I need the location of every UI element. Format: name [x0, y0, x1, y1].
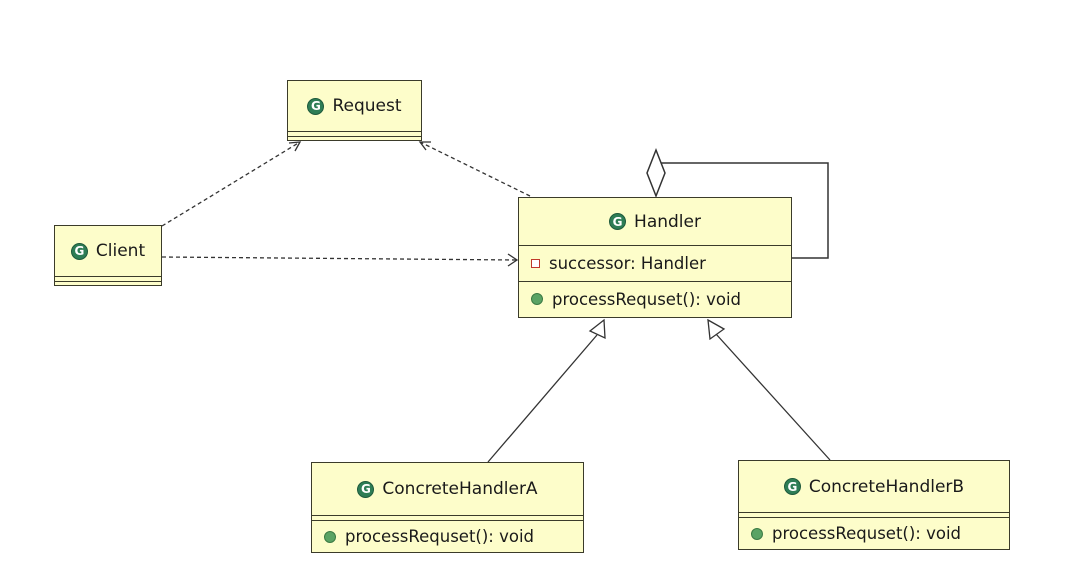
gen-concrete-b-handler — [715, 333, 831, 461]
class-concrete-handler-a-fields-divider — [312, 515, 583, 520]
public-method-icon — [531, 293, 543, 305]
class-handler-methods-divider — [519, 281, 791, 282]
dep-client-request-arrowhead — [288, 141, 302, 152]
method-process-requset: processRequset(): void — [772, 524, 962, 543]
class-concrete-handler-b-methods-divider — [739, 517, 1009, 518]
class-concrete-handler-b-name: ConcreteHandlerB — [808, 476, 965, 497]
gen-concrete-b-triangle — [707, 318, 726, 341]
dep-client-request — [161, 141, 301, 227]
class-client[interactable]: G Client — [54, 225, 162, 286]
class-icon: G — [70, 242, 88, 260]
class-client-methods-divider — [55, 281, 161, 282]
public-method-icon — [751, 527, 763, 540]
class-icon: G — [609, 213, 627, 230]
method-process-requset: processRequset(): void — [552, 289, 742, 309]
gen-concrete-a-handler — [487, 334, 598, 463]
dep-handler-request-arrowhead — [418, 141, 431, 151]
class-concrete-handler-b-method[interactable]: processRequset(): void — [739, 518, 1009, 549]
class-concrete-handler-b[interactable]: G ConcreteHandlerB processRequset(): voi… — [738, 460, 1010, 550]
public-method-icon — [324, 530, 336, 543]
aggregation-diamond — [646, 147, 666, 199]
class-concrete-handler-a-name: ConcreteHandlerA — [382, 479, 538, 499]
dep-client-handler-arrowhead — [507, 253, 519, 267]
class-handler[interactable]: G Handler successor: Handler processRequ… — [518, 197, 792, 318]
private-field-icon — [531, 259, 540, 268]
class-handler-method[interactable]: processRequset(): void — [519, 282, 791, 316]
class-request-fields-divider — [288, 131, 421, 136]
class-icon: G — [783, 478, 801, 495]
class-client-fields-divider — [55, 276, 161, 281]
class-request-methods-divider — [288, 136, 421, 137]
class-icon: G — [307, 97, 325, 115]
dep-handler-request — [419, 141, 531, 197]
class-handler-name: Handler — [634, 211, 701, 232]
class-handler-fields-divider — [519, 245, 791, 246]
class-request-name: Request — [332, 96, 402, 116]
class-concrete-handler-b-fields-divider — [739, 512, 1009, 517]
class-handler-field[interactable]: successor: Handler — [519, 246, 791, 281]
class-icon: G — [357, 480, 375, 498]
dep-client-handler — [161, 256, 518, 261]
class-request[interactable]: G Request — [287, 80, 422, 141]
class-concrete-handler-a[interactable]: G ConcreteHandlerA processRequset(): voi… — [311, 462, 584, 553]
class-client-name: Client — [95, 241, 146, 261]
field-successor: successor: Handler — [549, 254, 706, 273]
gen-concrete-a-triangle — [588, 318, 606, 340]
class-concrete-handler-a-methods-divider — [312, 520, 583, 521]
class-concrete-handler-a-method[interactable]: processRequset(): void — [312, 521, 583, 552]
method-process-requset: processRequset(): void — [345, 527, 535, 546]
